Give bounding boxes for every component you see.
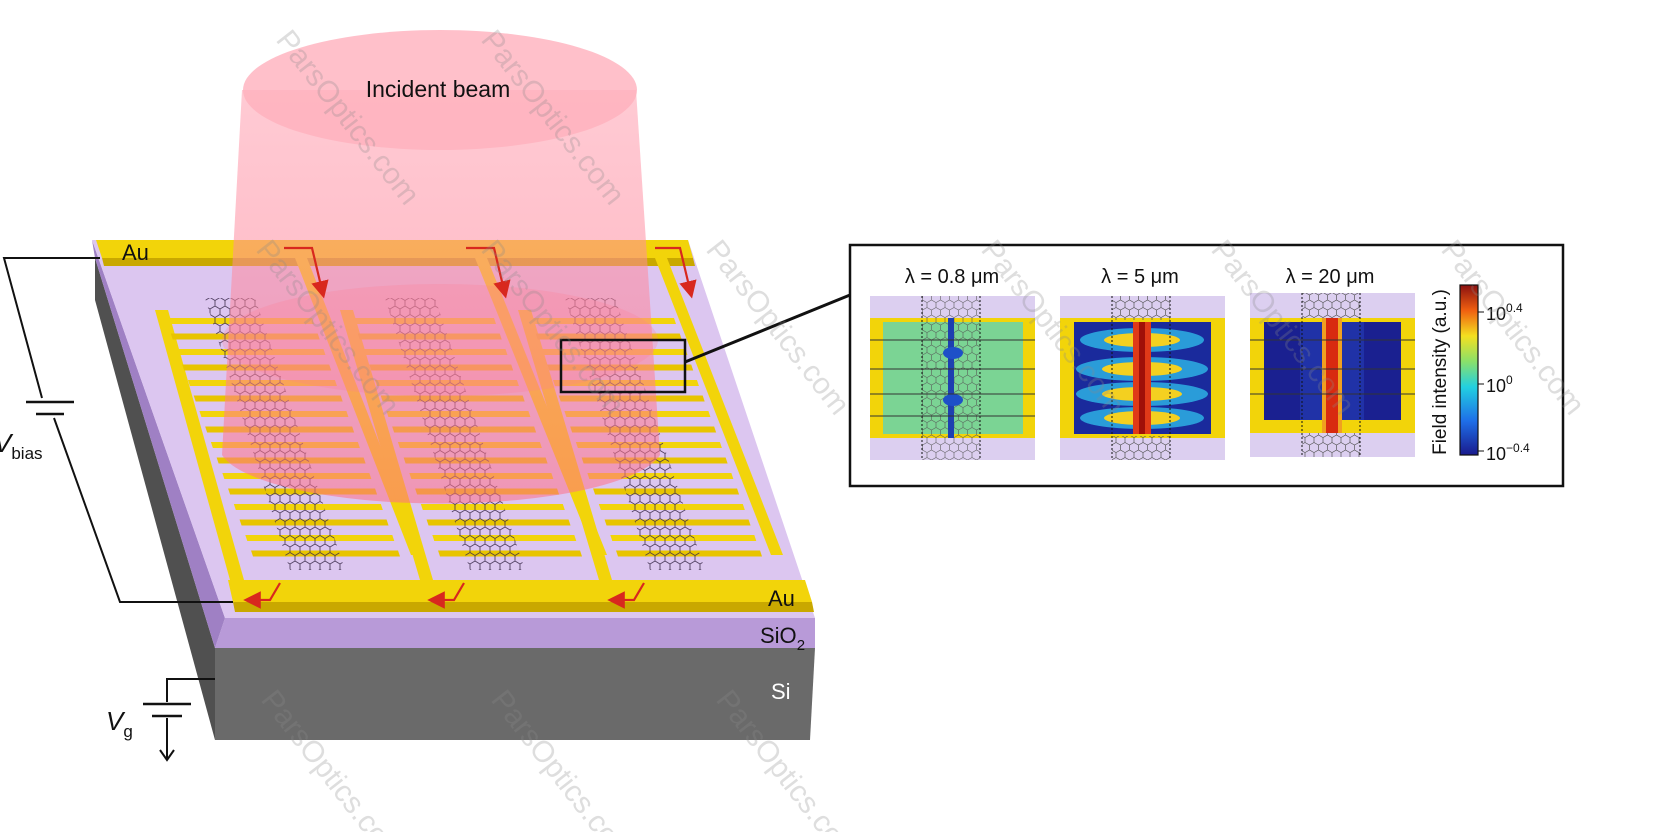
colorbar-tick-max: 100.4 — [1486, 301, 1523, 324]
colorbar-title: Field intensity (a.u.) — [1430, 289, 1451, 455]
current-arrow — [655, 246, 697, 299]
bias-circuit — [2, 257, 233, 603]
sio2-label: SiO2 — [760, 623, 805, 654]
si-substrate-side — [95, 258, 215, 740]
beam-label: Incident beam — [366, 76, 510, 102]
si-label: Si — [771, 679, 791, 704]
field-map-panel-3: λ = 20 μm — [1250, 266, 1415, 457]
current-arrow — [607, 582, 645, 609]
au-bottom-label: Au — [768, 586, 795, 611]
current-arrow — [284, 246, 329, 299]
vg-label: Vg — [106, 706, 133, 741]
colorbar-tick-min: 10−0.4 — [1486, 441, 1530, 464]
colorbar: 100.4 100 10−0.4 Field intensity (a.u.) — [1430, 284, 1530, 464]
current-arrow — [427, 582, 465, 609]
panel-3-wavelength: λ = 20 μm — [1286, 266, 1375, 288]
panel-1-wavelength: λ = 0.8 μm — [905, 266, 999, 288]
zoom-callout-line — [684, 293, 851, 364]
field-map-panel-1: λ = 0.8 μm — [870, 266, 1035, 460]
field-intensity-inset: λ = 0.8 μm λ = 5 μm — [848, 243, 1565, 488]
current-arrows — [243, 246, 697, 609]
sio2-layer-side — [92, 240, 225, 648]
current-arrow — [466, 246, 511, 299]
gate-circuit — [143, 678, 215, 762]
field-map-panel-2: λ = 5 μm — [1060, 266, 1225, 460]
current-arrow — [243, 582, 281, 609]
colorbar-tick-mid: 100 — [1486, 373, 1513, 396]
sio2-layer-front — [215, 618, 815, 648]
panel-2-wavelength: λ = 5 μm — [1101, 266, 1179, 288]
si-substrate-front — [215, 648, 815, 740]
incident-beam: Incident beam — [222, 30, 660, 504]
au-top-label: Au — [122, 240, 149, 265]
zoom-region-box — [559, 338, 687, 394]
vbias-label: Vbias — [0, 428, 43, 463]
